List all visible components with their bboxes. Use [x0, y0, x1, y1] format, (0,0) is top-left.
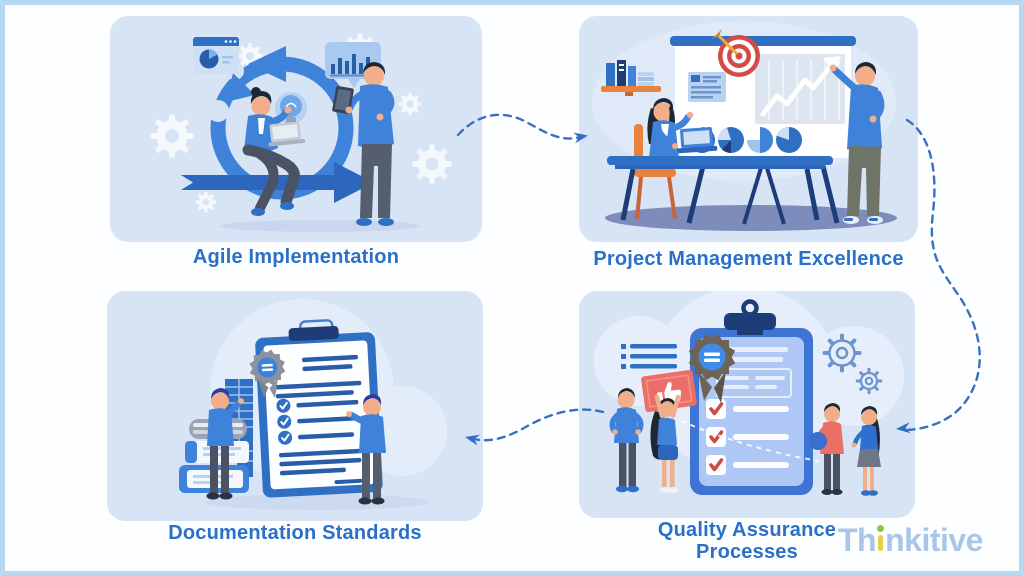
clipboard-document-icon: [249, 319, 383, 498]
seated-woman-presenter: [647, 98, 694, 158]
agile-implementation-illustration: [149, 33, 452, 232]
award-seal-icon: [249, 349, 286, 399]
standing-man-presenter: [829, 62, 885, 224]
project-management-excellence-illustration: [592, 21, 897, 231]
logo-accent-i-icon: [877, 525, 885, 551]
flow-arrow-2-icon: [896, 118, 981, 434]
panel-title-project-management-excellence: Project Management Excellence: [593, 248, 904, 270]
browser-pie-chart-icon: [193, 37, 239, 74]
qa-team-woman-left: [650, 394, 681, 493]
panel-agile-implementation: [110, 16, 482, 242]
qa-team-woman-right: [851, 406, 881, 496]
standing-man-with-tablet: [332, 62, 395, 226]
logo-text-suffix: nkitive: [885, 522, 983, 558]
qa-clipboard-icon: [690, 299, 813, 495]
office-desk: [607, 156, 833, 221]
floor-shadow: [605, 205, 897, 231]
dart-target-icon: [712, 29, 760, 77]
reviewer-man-right: [346, 394, 386, 505]
panel-quality-assurance-processes: [579, 291, 915, 518]
gear-outline-icon: [822, 333, 883, 395]
wall-shelf-icon: [601, 60, 661, 96]
laptop-icon: [268, 121, 306, 147]
ribbon-badge-icon: [688, 333, 736, 403]
panel-title-documentation-standards: Documentation Standards: [168, 522, 422, 544]
panel-documentation-standards: [107, 291, 483, 521]
seated-woman-with-laptop: [242, 87, 306, 216]
growth-chart-icon: [755, 54, 845, 124]
qa-team-man-right: [809, 403, 844, 495]
flow-arrow-1-icon: [456, 113, 588, 144]
flow-arrow-3-icon: [465, 408, 605, 446]
quality-assurance-processes-illustration: [594, 291, 904, 496]
panel-title-quality-assurance-processes: Quality Assurance Processes: [657, 519, 837, 563]
check-circle-icon: [276, 398, 293, 445]
qa-team-man-left: [609, 388, 644, 493]
floor-shadow: [205, 494, 429, 510]
reviewer-man-left: [206, 388, 244, 500]
dotted-path: [680, 420, 820, 462]
laptop-icon: [677, 127, 718, 154]
bullet-list-icon: [621, 344, 677, 369]
documentation-standards-illustration: [179, 299, 447, 510]
document-lines: [275, 354, 367, 485]
report-card-icon: [688, 72, 726, 102]
qa-checklist-rows: [706, 399, 789, 475]
panel-title-agile-implementation: Agile Implementation: [192, 246, 400, 268]
panel-project-management-excellence: [579, 16, 918, 242]
logo-text-prefix: Th: [838, 522, 877, 558]
